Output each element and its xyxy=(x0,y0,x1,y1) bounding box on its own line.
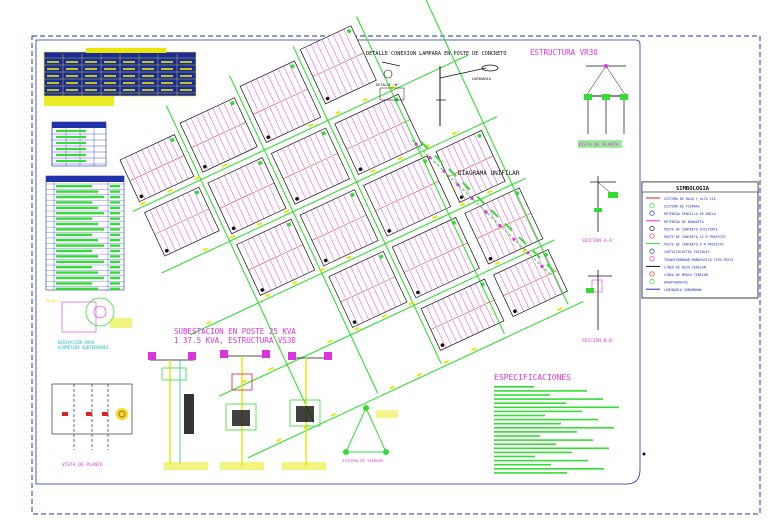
vista-planta-left-label: VISTA DE PLANTA xyxy=(62,462,103,468)
svg-text:DETALLE "W": DETALLE "W" xyxy=(376,83,399,87)
legend-item-label: RETENIDA SENCILLA DE ANCLA xyxy=(664,212,716,216)
legend-item-label: SISTEMA DE TIERRAS xyxy=(664,205,700,209)
grounding-detail: DETALLE DERIVACION PARA ACOMETIDA SUBTER… xyxy=(46,297,132,350)
tierra-label: SISTEMA DE TIERRAS xyxy=(342,458,384,463)
load-table xyxy=(43,48,197,106)
legend-item-label: TRANSFORMADOR MONOFASICO TIPO POSTE xyxy=(664,258,733,262)
grounding-triangle: SISTEMA DE TIERRAS xyxy=(342,405,398,463)
section-a: SECCION A-A' xyxy=(582,176,618,244)
unifilar-diagram xyxy=(407,139,555,281)
seccion-a-label: SECCION A-A' xyxy=(582,238,615,244)
legend-symbol-icon xyxy=(649,233,655,239)
legend-item-label: LINEA DE BAJA TENSION xyxy=(664,265,706,269)
subestacion-title-1: SUBESTACION EN POSTE 25 KVA xyxy=(174,327,296,336)
legend-item-label: LINEA DE MEDIA TENSION xyxy=(664,273,708,277)
svg-text:ACOMETIDA SUBTERRANEA: ACOMETIDA SUBTERRANEA xyxy=(58,345,109,350)
simbologia-legend: SIMBOLOGIA SISTEMA DE BAJA Y ALTA VIA SIS… xyxy=(641,181,759,299)
subestacion-title-2: 1 37.5 KVA, ESTRUCTURA VS30 xyxy=(174,336,296,345)
legend-symbol-icon xyxy=(649,248,655,254)
legend-item-label: POSTE DE CONCRETO 12 M PROYECTO xyxy=(664,235,726,239)
legend-item-label: APARTARRAYOS xyxy=(664,281,688,285)
pole-elevation-3 xyxy=(288,352,332,466)
especificaciones-text xyxy=(494,386,619,474)
legend-item-label: POSTE DE CONCRETO 9 M PROYECTO xyxy=(664,243,724,247)
page-marker xyxy=(642,452,646,456)
vista-planta-left: VISTA DE PLANTA xyxy=(51,383,133,468)
detail-labels-bottom xyxy=(164,462,326,470)
lamp-detail: DETALLE "W" LUMINARIA xyxy=(376,61,499,126)
diagrama-title: DIAGRAMA UNIFILAR xyxy=(458,170,520,177)
legend-symbol-icon xyxy=(649,271,655,277)
legend-item-label: CORTACIRCUITOS FUSIBLES xyxy=(664,250,710,254)
legend-symbol-icon xyxy=(649,203,655,209)
legend-symbol-icon xyxy=(649,279,655,285)
lot-plan xyxy=(119,0,584,459)
materials-table xyxy=(45,175,125,291)
grounding-note: DERIVACION PARA xyxy=(58,340,95,345)
svg-text:DETALLE: DETALLE xyxy=(46,299,61,303)
especificaciones-title: ESPECIFICACIONES xyxy=(494,373,571,382)
sheet-edge xyxy=(35,39,641,485)
pole-elevation-2 xyxy=(220,350,270,466)
section-b: SECCION B-B' xyxy=(582,270,615,344)
detalle-title: DETALLE CONEXION LAMPARA EN POSTE DE CON… xyxy=(366,51,507,57)
svg-text:LUMINARIA: LUMINARIA xyxy=(472,77,492,81)
small-table xyxy=(51,121,107,167)
legend-item-label: RETENIDA DE BANQUETA xyxy=(664,220,704,224)
legend-symbol-icon xyxy=(649,256,655,262)
pole-elevation-1 xyxy=(148,352,196,464)
structure-vr30: VISTA DE PLANTA xyxy=(578,64,628,148)
legend-item-label: LUMINARIA SUBURBANA xyxy=(664,288,702,292)
legend-item-label: POSTE DE CONCRETO EXISTENTE xyxy=(664,227,718,231)
vista-planta-right: VISTA DE PLANTA xyxy=(578,142,619,148)
simbologia-title: SIMBOLOGIA xyxy=(676,186,710,192)
legend-item-label: SISTEMA DE BAJA Y ALTA VIA xyxy=(664,197,716,201)
estructura-title: ESTRUCTURA VR30 xyxy=(530,48,598,57)
seccion-b-label: SECCION B-B' xyxy=(582,338,615,344)
legend-symbol-icon xyxy=(649,210,655,216)
legend-symbol-icon xyxy=(649,225,655,231)
